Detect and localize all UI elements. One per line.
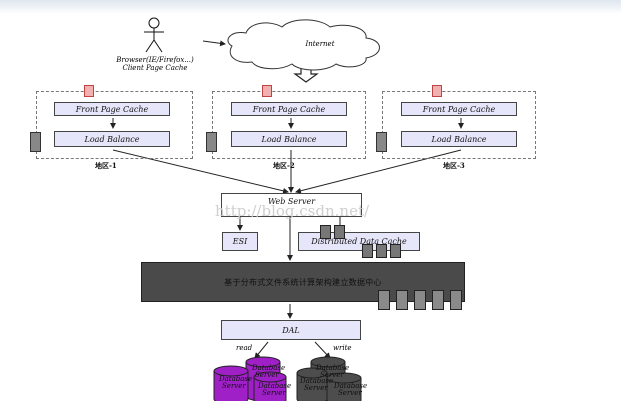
web-server-box: Web Server xyxy=(221,193,362,217)
dal-box: DAL xyxy=(221,320,361,340)
region-3-front-cache: Front Page Cache xyxy=(401,102,517,116)
region-1-frame xyxy=(36,91,193,159)
server-icon xyxy=(320,225,331,239)
region-3-name: 地区-3 xyxy=(443,161,465,170)
db-purple-label-1: Database xyxy=(252,364,286,372)
server-icon xyxy=(390,244,401,258)
region-3-frame xyxy=(382,91,536,159)
server-icon xyxy=(334,225,345,239)
client-caption: Browser(IE/Firefox...) Client Page Cache xyxy=(115,56,195,72)
client-line1: Browser(IE/Firefox...) xyxy=(116,56,194,64)
server-icon xyxy=(376,132,387,152)
watermark: http://blog.csdn.net/ xyxy=(215,202,370,220)
server-icon xyxy=(30,132,41,152)
region-2-frame xyxy=(212,91,366,159)
db-purple-label-3: Database xyxy=(219,375,253,383)
server-icon xyxy=(206,132,217,152)
read-label: read xyxy=(236,344,253,352)
cache-icon xyxy=(262,85,272,97)
write-label: write xyxy=(333,344,352,352)
cache-icon xyxy=(84,85,94,97)
db-gray-label-1: Database xyxy=(316,364,350,372)
server-icon xyxy=(432,290,444,310)
esi-box: ESI xyxy=(222,232,258,251)
server-icon xyxy=(376,244,387,258)
db-purple-label-2: Server xyxy=(255,371,279,379)
region-2-name: 地区-2 xyxy=(273,161,295,170)
server-icon xyxy=(450,290,462,310)
region-2-front-cache: Front Page Cache xyxy=(231,102,347,116)
region-3-load-balance: Load Balance xyxy=(401,131,517,147)
region-1-name: 地区-1 xyxy=(95,161,117,170)
client-line2: Client Page Cache xyxy=(122,64,188,72)
db-purple-label-6: Server xyxy=(262,389,286,397)
server-icon xyxy=(362,244,373,258)
top-gradient-band xyxy=(0,0,621,14)
server-icon xyxy=(414,290,426,310)
server-icon xyxy=(396,290,408,310)
server-icon xyxy=(378,290,390,310)
db-gray-label-4: Server xyxy=(304,384,328,392)
region-1-load-balance: Load Balance xyxy=(54,131,170,147)
data-center-block: 基于分布式文件系统计算架构建立数据中心 xyxy=(141,262,465,302)
db-gray-label-5: Database xyxy=(334,382,368,390)
data-center-label: 基于分布式文件系统计算架构建立数据中心 xyxy=(224,277,382,287)
db-gray-label-2: Server xyxy=(320,371,344,379)
internet-label: Internet xyxy=(305,40,335,48)
db-purple-label-5: Database xyxy=(258,382,292,390)
db-purple-label-4: Server xyxy=(222,382,246,390)
db-gray-label-6: Server xyxy=(338,389,362,397)
cache-icon xyxy=(432,85,442,97)
db-gray-label-3: Database xyxy=(300,377,334,385)
region-1-front-cache: Front Page Cache xyxy=(54,102,170,116)
region-2-load-balance: Load Balance xyxy=(231,131,347,147)
